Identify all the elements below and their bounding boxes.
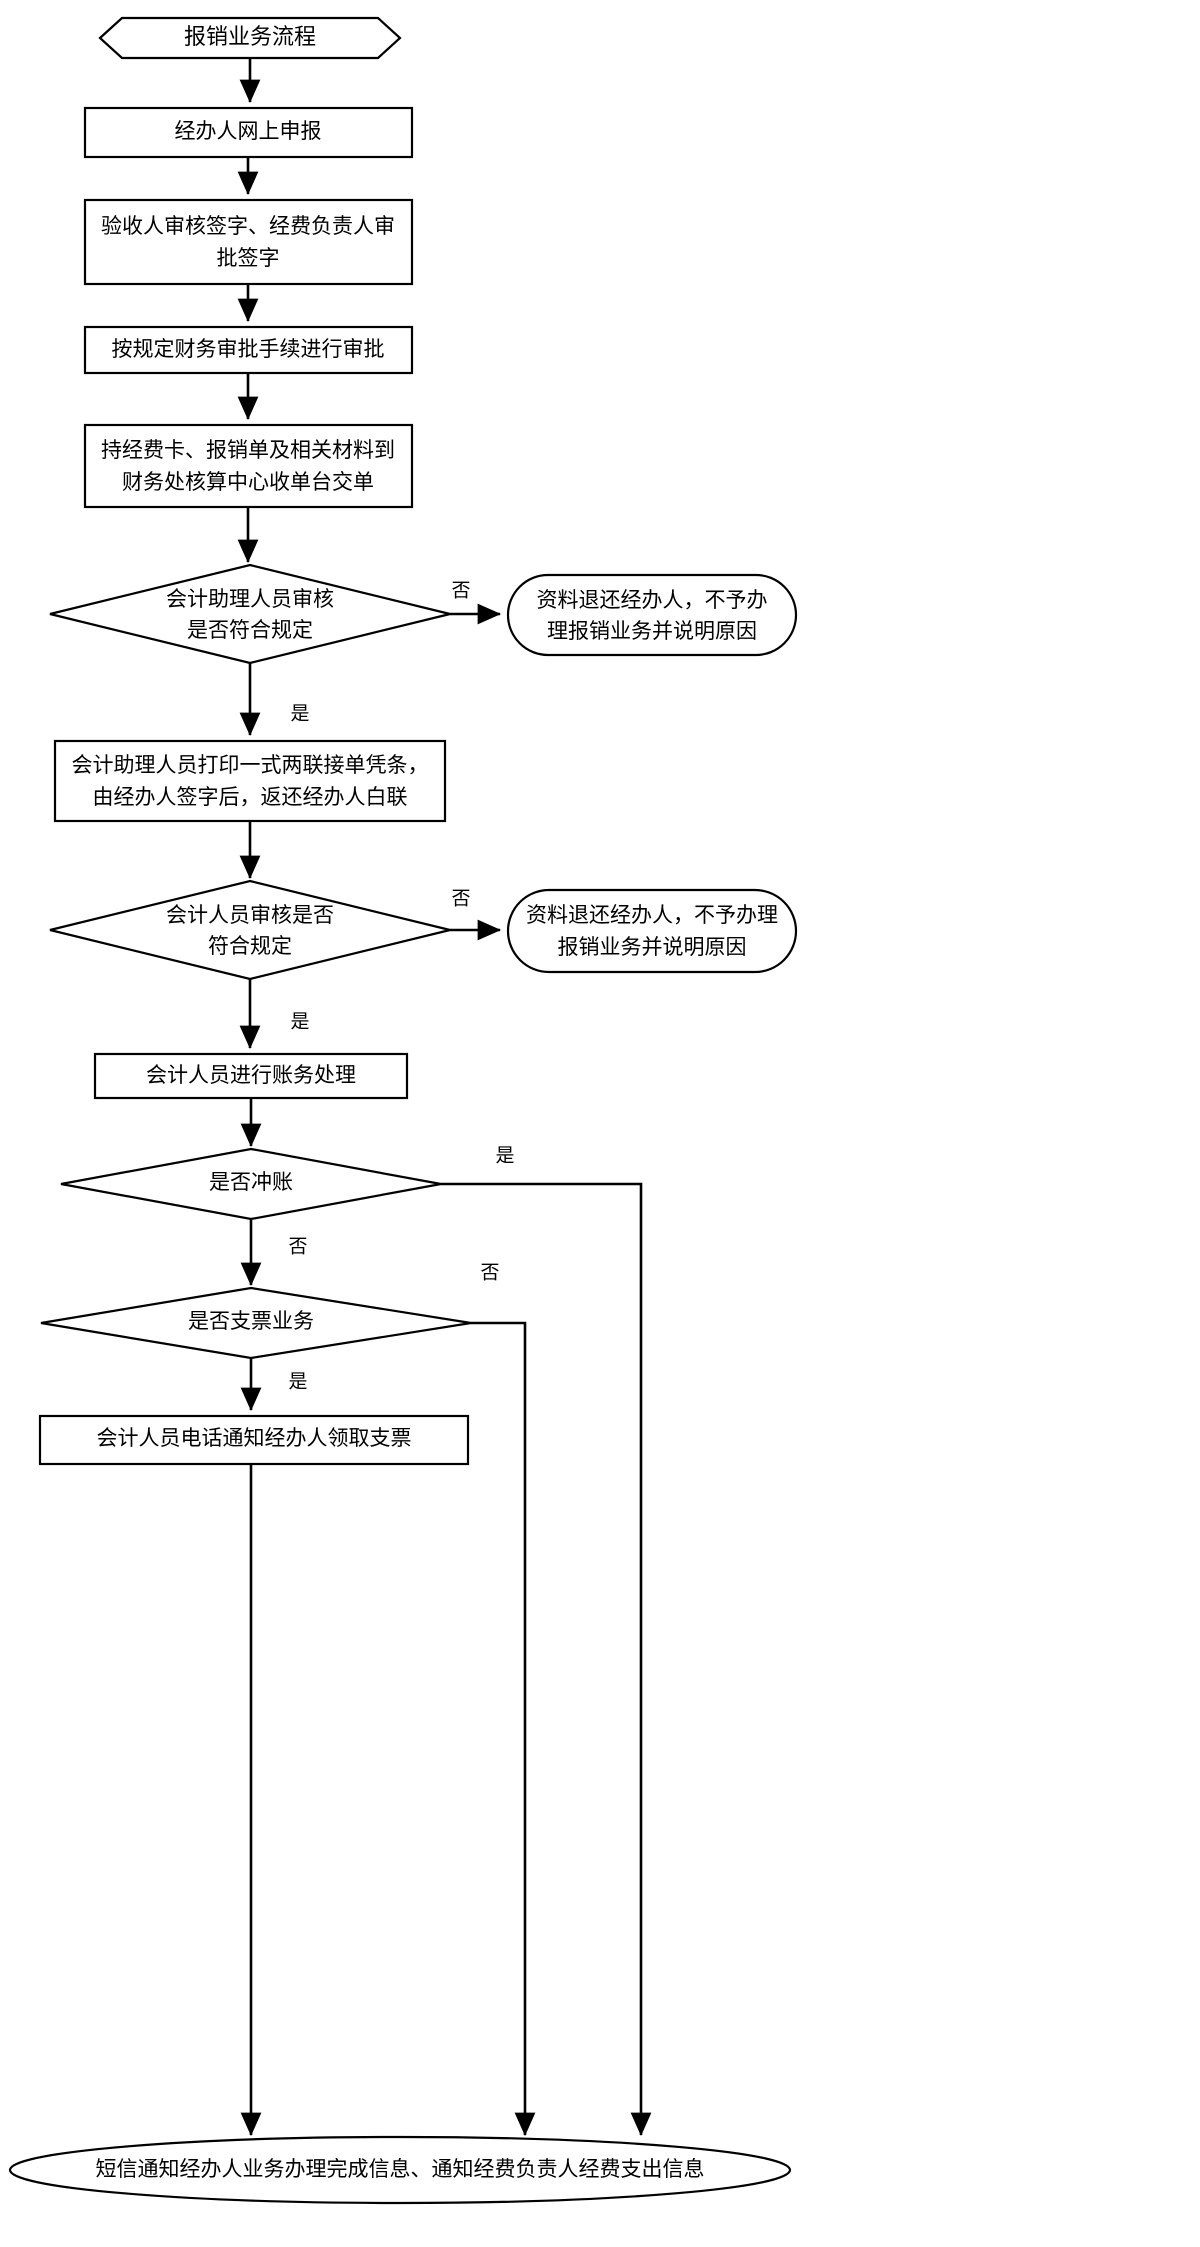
node-decision-reverse-entry[interactable]: 是否冲账 [60,1147,442,1221]
edge-d4-no [471,1321,536,2137]
node-n6-label: 会计人员进行账务处理 [146,1063,356,1087]
edge-label-d4-yes: 是 [288,1371,307,1392]
node-n3-label: 按规定财务审批手续进行审批 [112,337,385,361]
node-n4-line1: 持经费卡、报销单及相关材料到 [101,438,395,462]
node-accounting-processing[interactable]: 会计人员进行账务处理 [93,1052,409,1100]
node-decision-assistant-review[interactable]: 会计助理人员审核 是否符合规定 [49,563,451,665]
node-financial-approval-procedure[interactable]: 按规定财务审批手续进行审批 [83,325,414,375]
node-d1-line1: 会计助理人员审核 [166,587,334,611]
node-notify-pickup-check[interactable]: 会计人员电话通知经办人领取支票 [38,1414,470,1466]
node-end-label: 短信通知经办人业务办理完成信息、通知经费负责人经费支出信息 [96,2157,705,2181]
node-n5-line1: 会计助理人员打印一式两联接单凭条， [72,753,429,777]
node-r1-line1: 资料退还经办人，不予办 [537,588,768,612]
edge-label-d1-yes: 是 [290,703,309,724]
node-title[interactable]: 报销业务流程 [98,16,402,60]
node-d1-line2: 是否符合规定 [187,618,313,642]
node-end-sms-notification[interactable]: 短信通知经办人业务办理完成信息、通知经费负责人经费支出信息 [8,2135,792,2205]
node-r1-line2: 理报销业务并说明原因 [547,619,757,643]
node-d4-label: 是否支票业务 [188,1309,314,1333]
node-return-materials-2[interactable]: 资料退还经办人，不予办理 报销业务并说明原因 [506,888,798,974]
node-print-two-part-receipt[interactable]: 会计助理人员打印一式两联接单凭条， 由经办人签字后，返还经办人白联 [53,739,447,823]
node-n1-label: 经办人网上申报 [175,119,322,143]
node-decision-accountant-review[interactable]: 会计人员审核是否 符合规定 [49,879,451,981]
node-return-materials-1[interactable]: 资料退还经办人，不予办 理报销业务并说明原因 [506,573,798,657]
node-d2-line1: 会计人员审核是否 [166,903,334,927]
node-r2-line2: 报销业务并说明原因 [558,935,747,959]
node-submit-documents-to-finance-desk[interactable]: 持经费卡、报销单及相关材料到 财务处核算中心收单台交单 [83,423,414,509]
node-n7-label: 会计人员电话通知经办人领取支票 [97,1426,412,1450]
node-d2-line2: 符合规定 [208,934,292,958]
edge-label-d3-no: 否 [288,1236,307,1257]
node-r2-line1: 资料退还经办人，不予办理 [526,903,778,927]
node-n2-line2: 批签字 [217,246,280,270]
node-n4-line2: 财务处核算中心收单台交单 [122,470,374,494]
node-d3-label: 是否冲账 [209,1170,293,1194]
edge-label-d1-no: 否 [451,580,470,601]
node-online-declaration[interactable]: 经办人网上申报 [83,106,414,159]
edge-label-d4-no: 否 [480,1262,499,1283]
node-title-label: 报销业务流程 [184,24,316,49]
edge-label-d2-yes: 是 [290,1011,309,1032]
edge-d3-yes [441,1182,652,2137]
node-n5-line2: 由经办人签字后，返还经办人白联 [93,785,408,809]
edge-label-d3-yes: 是 [495,1145,514,1166]
edge-label-d2-no: 否 [451,888,470,909]
node-inspector-and-fund-owner-signoff[interactable]: 验收人审核签字、经费负责人审 批签字 [83,198,414,286]
node-decision-check-business[interactable]: 是否支票业务 [40,1286,472,1360]
node-n2-line1: 验收人审核签字、经费负责人审 [101,214,395,238]
